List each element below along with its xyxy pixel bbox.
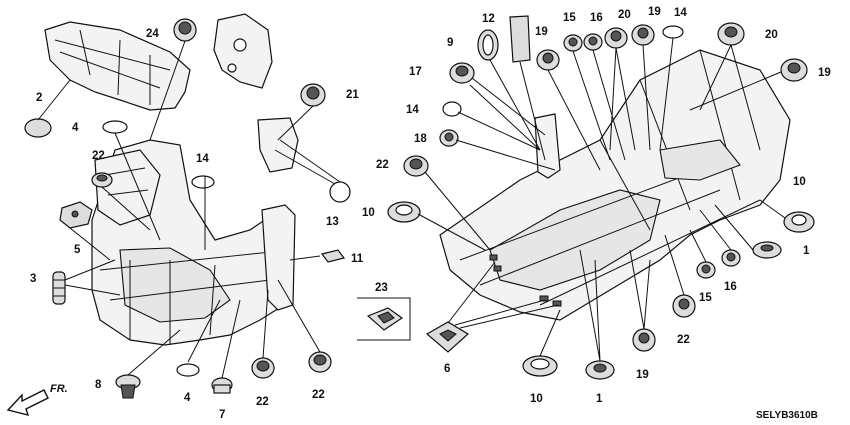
callout-20: 20 [618, 9, 631, 21]
part-8-mount-icon [115, 374, 141, 399]
callout-19: 19 [636, 369, 649, 381]
callout-11: 11 [351, 253, 364, 265]
callout-12: 12 [482, 13, 495, 25]
callout-10: 10 [793, 176, 806, 188]
part-19-grommet-icon [780, 58, 808, 82]
front-direction-indicator: FR. [6, 383, 68, 416]
part-1-grommet-icon [585, 360, 615, 380]
part-6-grommet-icon [425, 321, 470, 353]
callout-4: 4 [184, 392, 191, 404]
callout-21: 21 [346, 89, 359, 101]
callout-16: 16 [724, 281, 737, 293]
part-17-grommet-icon [449, 62, 475, 84]
callout-1: 1 [596, 393, 603, 405]
front-arrow-icon [6, 389, 49, 416]
parts [24, 15, 815, 399]
part-14-oval-seal-icon [191, 175, 215, 189]
front-label: FR. [50, 383, 68, 395]
diagram-code: SELYB3610B [756, 410, 818, 421]
callout-19: 19 [818, 67, 831, 79]
part-21-grommet-icon [300, 83, 326, 107]
part-10-washer-icon [783, 211, 815, 233]
callout-7: 7 [219, 409, 225, 421]
part-10-washer-icon [522, 355, 558, 377]
callout-17: 17 [409, 66, 422, 78]
part-4-oval-seal-icon [102, 120, 128, 134]
callout-9: 9 [447, 37, 453, 49]
callout-6: 6 [444, 363, 450, 375]
part-5-clip-icon [59, 201, 93, 229]
callout-14: 14 [196, 153, 209, 165]
part-15-grommet-icon [696, 261, 716, 279]
part-22-grommet-icon [672, 294, 696, 318]
floor-pan-assembly [439, 49, 791, 321]
callout-14: 14 [674, 7, 687, 19]
part-20-grommet-icon [717, 22, 745, 46]
callout-24: 24 [146, 28, 159, 40]
part-15-grommet-icon [563, 34, 583, 52]
part-1-grommet-icon [752, 241, 782, 259]
part-22-grommet-icon [91, 172, 113, 188]
callout-22: 22 [92, 150, 105, 162]
part-19-grommet-icon [536, 49, 560, 71]
callout-15: 15 [699, 292, 712, 304]
callout-18: 18 [414, 133, 427, 145]
callout-10: 10 [362, 207, 375, 219]
part-2-oval-plug-icon [24, 118, 52, 138]
callout-22: 22 [376, 159, 389, 171]
part-22-grommet-icon [308, 351, 332, 373]
callout-2: 2 [36, 92, 42, 104]
callout-1: 1 [803, 245, 810, 257]
callout-22: 22 [677, 334, 690, 346]
callout-19: 19 [648, 6, 661, 18]
callout-10: 10 [530, 393, 543, 405]
part-16-grommet-icon [583, 33, 603, 51]
callout-23: 23 [375, 282, 388, 294]
callout-20: 20 [765, 29, 778, 41]
part-24-grommet-icon [173, 18, 197, 42]
callout-4: 4 [72, 122, 79, 134]
part-22-grommet-icon [403, 155, 429, 177]
part-14-oval-seal-icon [662, 25, 684, 39]
callout-8: 8 [95, 379, 102, 391]
callout-22: 22 [312, 389, 325, 401]
callout-19: 19 [535, 26, 548, 38]
callout-3: 3 [30, 273, 36, 285]
callout-5: 5 [74, 244, 81, 256]
part-23-grommet-box [357, 297, 411, 341]
leader-lines [37, 37, 786, 379]
part-18-grommet-icon [439, 129, 459, 147]
part-7-plug-icon [211, 377, 233, 394]
part-22-grommet-icon [251, 357, 275, 379]
part-4-oval-seal-icon [176, 363, 200, 377]
part-14-oval-seal-icon [442, 101, 462, 117]
callout-14: 14 [406, 104, 419, 116]
callout-16: 16 [590, 12, 603, 24]
callout-13: 13 [326, 216, 339, 228]
part-11-pad-icon [320, 249, 346, 263]
part-13-round-seal-icon [329, 181, 351, 203]
part-20-grommet-icon [604, 27, 628, 49]
part-3-stopper-icon [52, 271, 66, 305]
part-10-washer-icon [387, 201, 421, 223]
part-19-grommet-icon [631, 24, 655, 46]
callout-labels: 2 4 22 5 3 8 4 7 22 22 24 14 21 13 11 23… [30, 6, 831, 421]
part-16-grommet-icon [721, 249, 741, 267]
part-9-ring-icon [477, 29, 499, 61]
callout-22: 22 [256, 396, 269, 408]
front-body-assembly [44, 13, 299, 346]
callout-15: 15 [563, 12, 576, 24]
part-19-grommet-icon [632, 328, 656, 352]
part-12-plate-icon [509, 15, 531, 63]
